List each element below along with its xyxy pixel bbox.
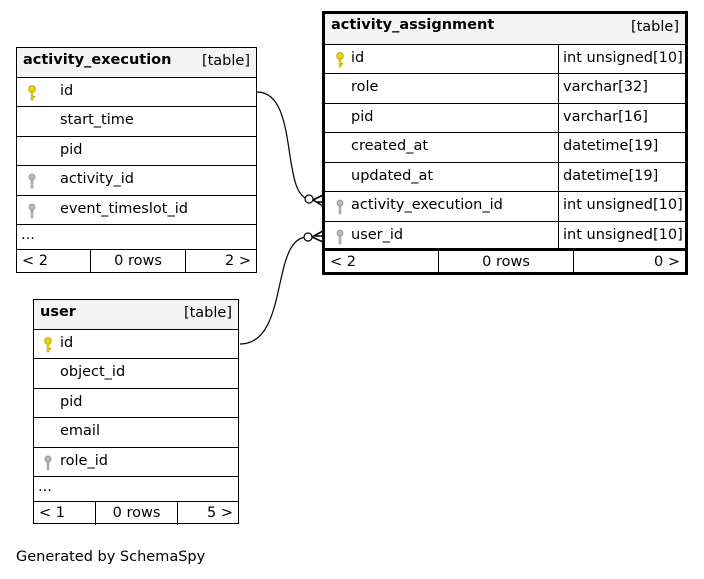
footer-parents[interactable]: < 1 <box>39 505 65 521</box>
column-name: id <box>351 50 365 66</box>
table-kind: [table] <box>630 19 679 35</box>
table-user[interactable]: user [table] id object_id pid email role… <box>33 299 239 525</box>
column-name: role_id <box>60 453 108 469</box>
column-row: activity_id <box>17 166 256 196</box>
column-row: created_at datetime[19] <box>325 133 685 163</box>
column-row: pid varchar[16] <box>325 104 685 133</box>
column-row: id <box>34 330 238 359</box>
table-kind: [table] <box>201 53 250 69</box>
column-row: email <box>34 418 238 448</box>
table-name: activity_execution <box>23 52 172 68</box>
relation-activity-execution-end <box>304 194 314 204</box>
footer-children[interactable]: 0 > <box>573 251 685 275</box>
column-name: user_id <box>351 227 404 243</box>
foreign-key-icon <box>44 455 52 471</box>
table-activity-assignment[interactable]: activity_assignment [table] id int unsig… <box>322 11 688 275</box>
table-header: activity_assignment [table] <box>325 14 685 45</box>
column-row: id <box>17 78 256 107</box>
column-name: start_time <box>60 112 134 128</box>
primary-key-icon <box>44 337 52 353</box>
column-name: object_id <box>60 364 126 380</box>
foreign-key-icon <box>28 203 36 219</box>
foreign-key-icon <box>28 173 36 189</box>
footer-rows: 0 rows <box>438 251 573 275</box>
footer-rows: 0 rows <box>90 250 185 273</box>
footer-parents[interactable]: < 2 <box>22 253 48 269</box>
column-name: pid <box>60 394 83 410</box>
table-header: user [table] <box>34 300 238 330</box>
foreign-key-icon <box>336 229 344 245</box>
column-row: event_timeslot_id <box>17 196 256 225</box>
table-footer: < 2 0 rows 0 > <box>325 251 685 275</box>
table-kind: [table] <box>183 305 232 321</box>
column-row: pid <box>17 137 256 166</box>
column-row: role_id <box>34 448 238 477</box>
column-name: activity_id <box>60 171 134 187</box>
column-type: int unsigned[10] <box>558 45 683 73</box>
column-type: varchar[16] <box>558 104 648 132</box>
column-row: pid <box>34 389 238 418</box>
table-header: activity_execution [table] <box>17 48 256 78</box>
column-name: id <box>60 83 74 99</box>
more-columns: ... <box>34 477 238 502</box>
column-name: role <box>351 79 379 95</box>
primary-key-icon <box>28 85 36 101</box>
generated-by-label: Generated by SchemaSpy <box>16 549 206 565</box>
footer-rows: 0 rows <box>95 502 177 525</box>
relation-activity-execution-link <box>256 91 311 200</box>
column-row: user_id int unsigned[10] <box>325 222 685 251</box>
primary-key-icon <box>336 52 344 68</box>
relation-user-end <box>303 232 313 242</box>
column-type: datetime[19] <box>558 133 658 162</box>
column-type: int unsigned[10] <box>558 222 683 248</box>
column-name: pid <box>60 142 83 158</box>
footer-children[interactable]: 5 > <box>177 502 238 525</box>
column-row: activity_execution_id int unsigned[10] <box>325 192 685 222</box>
column-name: id <box>60 335 74 351</box>
foreign-key-icon <box>336 199 344 215</box>
column-type: datetime[19] <box>558 163 658 191</box>
column-name: email <box>60 423 100 439</box>
table-footer: < 1 0 rows 5 > <box>34 502 238 525</box>
column-row: role varchar[32] <box>325 74 685 104</box>
column-row: start_time <box>17 107 256 137</box>
table-name: activity_assignment <box>331 17 495 33</box>
column-name: updated_at <box>351 168 434 184</box>
column-name: activity_execution_id <box>351 197 503 213</box>
column-name: event_timeslot_id <box>60 201 188 217</box>
column-row: object_id <box>34 359 238 389</box>
footer-parents[interactable]: < 2 <box>330 254 356 270</box>
column-row: updated_at datetime[19] <box>325 163 685 192</box>
relation-user-link <box>239 236 309 345</box>
column-name: pid <box>351 109 374 125</box>
more-columns: ... <box>17 225 256 250</box>
table-activity-execution[interactable]: activity_execution [table] id start_time… <box>16 47 257 273</box>
column-type: int unsigned[10] <box>558 192 683 221</box>
column-type: varchar[32] <box>558 74 648 103</box>
column-row: id int unsigned[10] <box>325 45 685 74</box>
footer-children[interactable]: 2 > <box>185 250 256 273</box>
table-name: user <box>40 304 76 320</box>
column-name: created_at <box>351 138 429 154</box>
table-footer: < 2 0 rows 2 > <box>17 250 256 273</box>
